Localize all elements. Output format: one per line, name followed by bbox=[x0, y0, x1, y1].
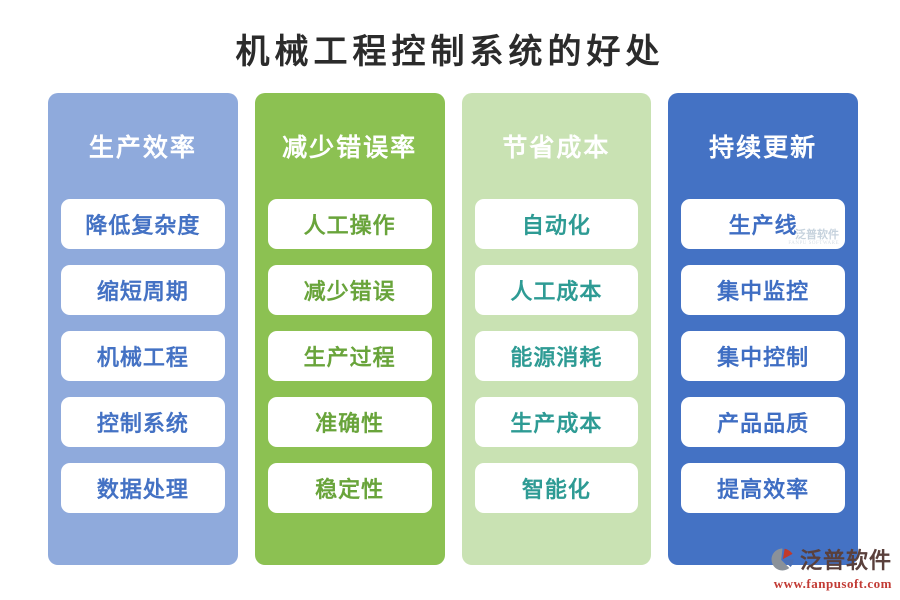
benefit-item-label: 集中监控 bbox=[717, 279, 810, 304]
column-header: 持续更新 bbox=[709, 135, 818, 162]
benefit-item-label: 稳定性 bbox=[315, 477, 385, 502]
column-header: 减少错误率 bbox=[282, 135, 418, 162]
column-items: 人工操作 减少错误 生产过程 准确性 稳定性 bbox=[255, 199, 445, 513]
benefit-item-label: 提高效率 bbox=[717, 477, 810, 502]
benefit-column-3: 节省成本 自动化 人工成本 能源消耗 生产成本 智能化 bbox=[461, 93, 652, 565]
column-header: 节省成本 bbox=[502, 135, 611, 162]
benefit-item: 生产成本 bbox=[474, 397, 639, 447]
brand-row: 泛普软件 bbox=[769, 543, 892, 575]
page-title: 机械工程控制系统的好处 bbox=[235, 34, 665, 71]
benefit-item: 智能化 bbox=[474, 463, 639, 513]
benefit-item: 人工操作 bbox=[267, 199, 432, 249]
benefit-item: 人工成本 bbox=[474, 265, 639, 315]
benefit-item-label: 生产过程 bbox=[303, 345, 396, 370]
benefit-item: 降低复杂度 bbox=[61, 199, 225, 249]
benefit-item-label: 智能化 bbox=[521, 477, 591, 502]
benefit-item: 数据处理 bbox=[61, 463, 225, 513]
benefit-item-label: 集中控制 bbox=[717, 345, 810, 370]
benefit-item-label: 生产成本 bbox=[510, 411, 603, 436]
benefit-item: 提高效率 bbox=[681, 463, 845, 513]
benefit-item-label: 能源消耗 bbox=[510, 345, 603, 370]
benefit-column-1: 生产效率 降低复杂度 缩短周期 机械工程 控制系统 数据处理 bbox=[48, 93, 238, 565]
benefit-item: 生产过程 bbox=[267, 331, 432, 381]
benefit-item-label: 减少错误 bbox=[303, 279, 396, 304]
benefit-item-label: 自动化 bbox=[521, 213, 591, 238]
benefit-item-label: 产品品质 bbox=[717, 411, 810, 436]
benefit-item-label: 降低复杂度 bbox=[85, 213, 201, 238]
column-items: 降低复杂度 缩短周期 机械工程 控制系统 数据处理 bbox=[48, 199, 238, 513]
benefit-item: 集中控制 bbox=[681, 331, 845, 381]
benefit-item-label: 控制系统 bbox=[96, 411, 189, 436]
benefit-item: 准确性 bbox=[267, 397, 432, 447]
benefit-item: 集中监控 bbox=[681, 265, 845, 315]
benefit-item: 自动化 bbox=[474, 199, 639, 249]
benefit-item-label: 准确性 bbox=[315, 411, 385, 436]
column-header: 生产效率 bbox=[88, 135, 197, 162]
benefit-item-label: 缩短周期 bbox=[96, 279, 189, 304]
benefit-item: 机械工程 bbox=[61, 331, 225, 381]
benefit-item: 减少错误 bbox=[267, 265, 432, 315]
benefit-item: 控制系统 bbox=[61, 397, 225, 447]
benefit-column-2: 减少错误率 人工操作 减少错误 生产过程 准确性 稳定性 bbox=[254, 93, 445, 565]
benefit-item: 能源消耗 bbox=[474, 331, 639, 381]
benefit-item-label: 数据处理 bbox=[96, 477, 189, 502]
benefit-item: 产品品质 bbox=[681, 397, 845, 447]
fanpu-logo-icon bbox=[769, 546, 796, 573]
benefit-item: 稳定性 bbox=[267, 463, 432, 513]
benefit-item: 缩短周期 bbox=[61, 265, 225, 315]
column-items: 自动化 人工成本 能源消耗 生产成本 智能化 bbox=[462, 199, 652, 513]
brand-name: 泛普软件 bbox=[799, 548, 892, 573]
benefit-item-label: 生产线 bbox=[728, 213, 798, 238]
benefit-item-label: 机械工程 bbox=[96, 345, 189, 370]
benefit-item-label: 人工操作 bbox=[303, 213, 396, 238]
brand-url: www.fanpusoft.com bbox=[773, 576, 892, 591]
benefit-item-label: 人工成本 bbox=[510, 279, 603, 304]
brand-watermark: 泛普软件 www.fanpusoft.com bbox=[769, 543, 892, 592]
benefit-columns: 生产效率 降低复杂度 缩短周期 机械工程 控制系统 数据处理 减少错误率 人工操… bbox=[48, 93, 858, 565]
